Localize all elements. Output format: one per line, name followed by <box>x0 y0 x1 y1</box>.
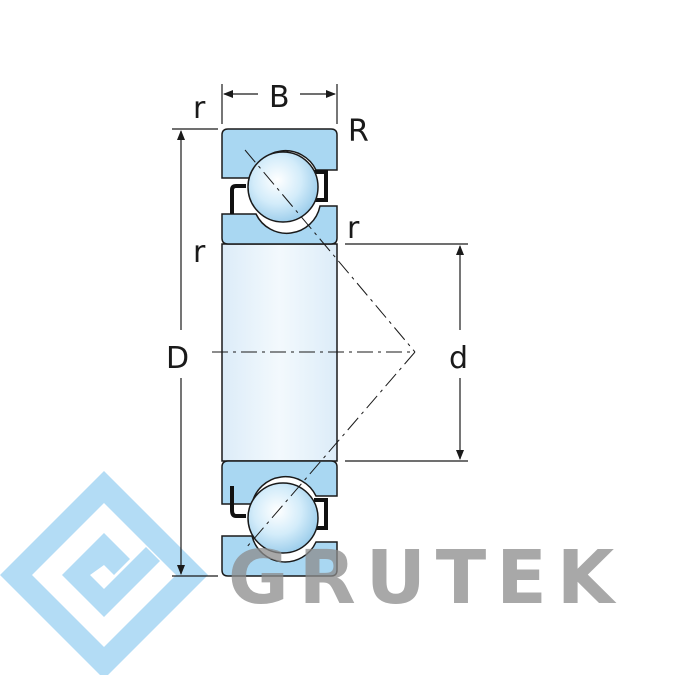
outer-ring-bottom <box>221 535 338 577</box>
label-r-top-left: r <box>193 91 206 126</box>
outer-ring-top <box>221 128 338 179</box>
label-r-left: r <box>193 235 206 270</box>
watermark-text: GRUTEK <box>228 535 624 621</box>
dimension-d-bore <box>345 243 468 462</box>
label-r-bore: r <box>347 211 360 246</box>
cage-top <box>230 170 328 214</box>
label-outer-diameter: D <box>166 341 189 376</box>
grutek-logo <box>0 471 208 675</box>
label-b: B <box>269 80 290 115</box>
ball-top <box>247 151 319 223</box>
dimension-b <box>221 84 338 124</box>
ball-bottom <box>247 482 319 554</box>
inner-ring-bottom <box>221 460 338 505</box>
inner-ring-top <box>221 205 338 245</box>
center-lines <box>212 149 416 549</box>
label-r-outer: R <box>348 114 369 149</box>
dimension-d-outer <box>172 128 218 577</box>
label-bore-diameter: d <box>449 341 468 376</box>
cage-bottom <box>230 486 328 530</box>
